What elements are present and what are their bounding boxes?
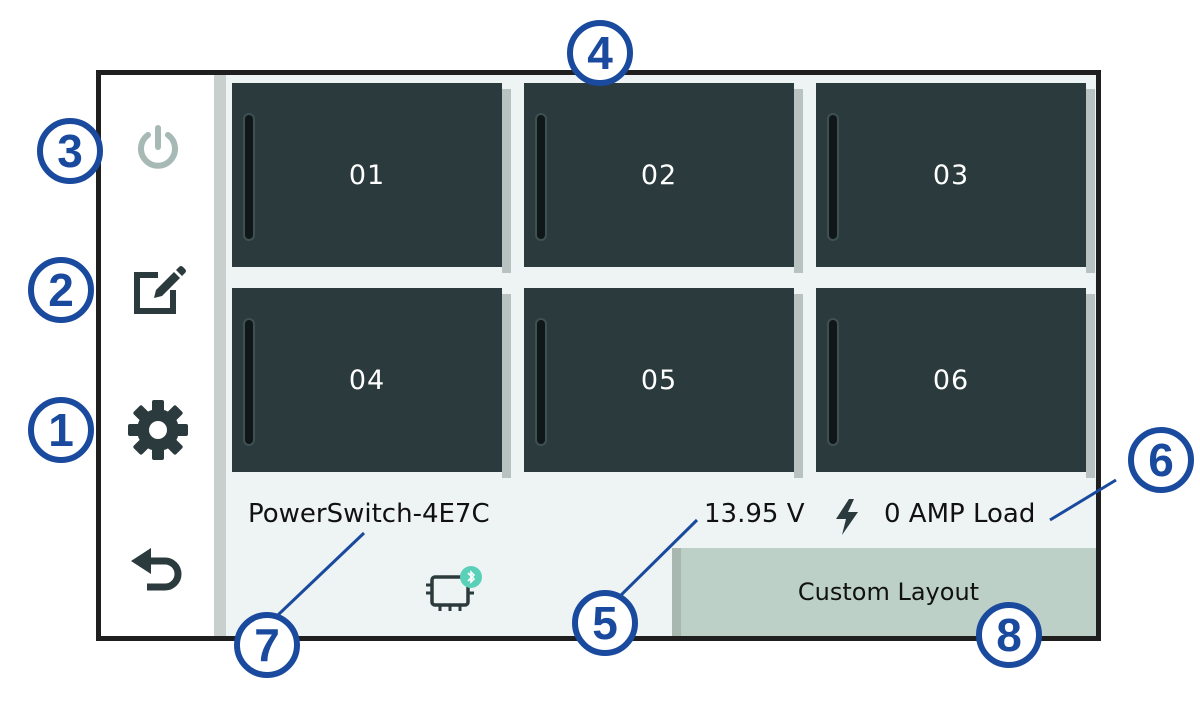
switch-indicator [243,113,255,241]
switch-tile-02[interactable]: 02 [524,83,803,273]
switch-label: 04 [348,364,386,396]
sidebar-divider [214,75,226,636]
voltage-readout: 13.95 V [704,499,805,529]
device-screen: 01 02 03 04 05 06 PowerSwitch-4E7C [96,70,1101,641]
switch-label: 02 [640,159,678,191]
switch-indicator [535,318,547,446]
callout-3: 3 [37,118,103,184]
callout-8: 8 [976,602,1042,668]
switch-label: 03 [932,159,970,191]
switch-label: 06 [932,364,970,396]
device-name: PowerSwitch-4E7C [248,499,490,529]
settings-button[interactable] [101,375,214,485]
sidebar [101,75,214,636]
switch-tile-04[interactable]: 04 [232,288,511,478]
switch-indicator [827,318,839,446]
switch-label: 05 [640,364,678,396]
callout-7: 7 [234,612,300,678]
switch-indicator [535,113,547,241]
callout-1: 1 [28,397,94,463]
switch-tile-05[interactable]: 05 [524,288,803,478]
settings-gear-icon [127,400,188,460]
bluetooth-device-icon [426,566,482,611]
callout-5: 5 [572,590,638,656]
switch-tile-06[interactable]: 06 [816,288,1095,478]
power-button[interactable] [101,93,214,203]
switch-indicator [827,113,839,241]
tile-shadow [1086,89,1095,273]
edit-button[interactable] [101,235,214,345]
tile-shadow [794,294,803,478]
switch-tile-01[interactable]: 01 [232,83,511,273]
amp-load-readout: 0 AMP Load [884,499,1036,529]
callout-2: 2 [28,257,94,323]
power-icon [137,125,178,169]
bolt-icon [836,499,858,535]
main-panel: 01 02 03 04 05 06 PowerSwitch-4E7C [226,75,1096,636]
tile-shadow [502,294,511,478]
callout-4: 4 [567,20,633,86]
callout-6: 6 [1128,427,1194,493]
back-icon [130,548,181,591]
tile-shadow [1086,294,1095,478]
tile-shadow [794,89,803,273]
switch-label: 01 [348,159,386,191]
tile-shadow [502,89,511,273]
back-button[interactable] [101,518,214,628]
edit-icon [133,266,186,314]
switch-indicator [243,318,255,446]
switch-tile-03[interactable]: 03 [816,83,1095,273]
bluetooth-device-button[interactable] [426,565,486,613]
